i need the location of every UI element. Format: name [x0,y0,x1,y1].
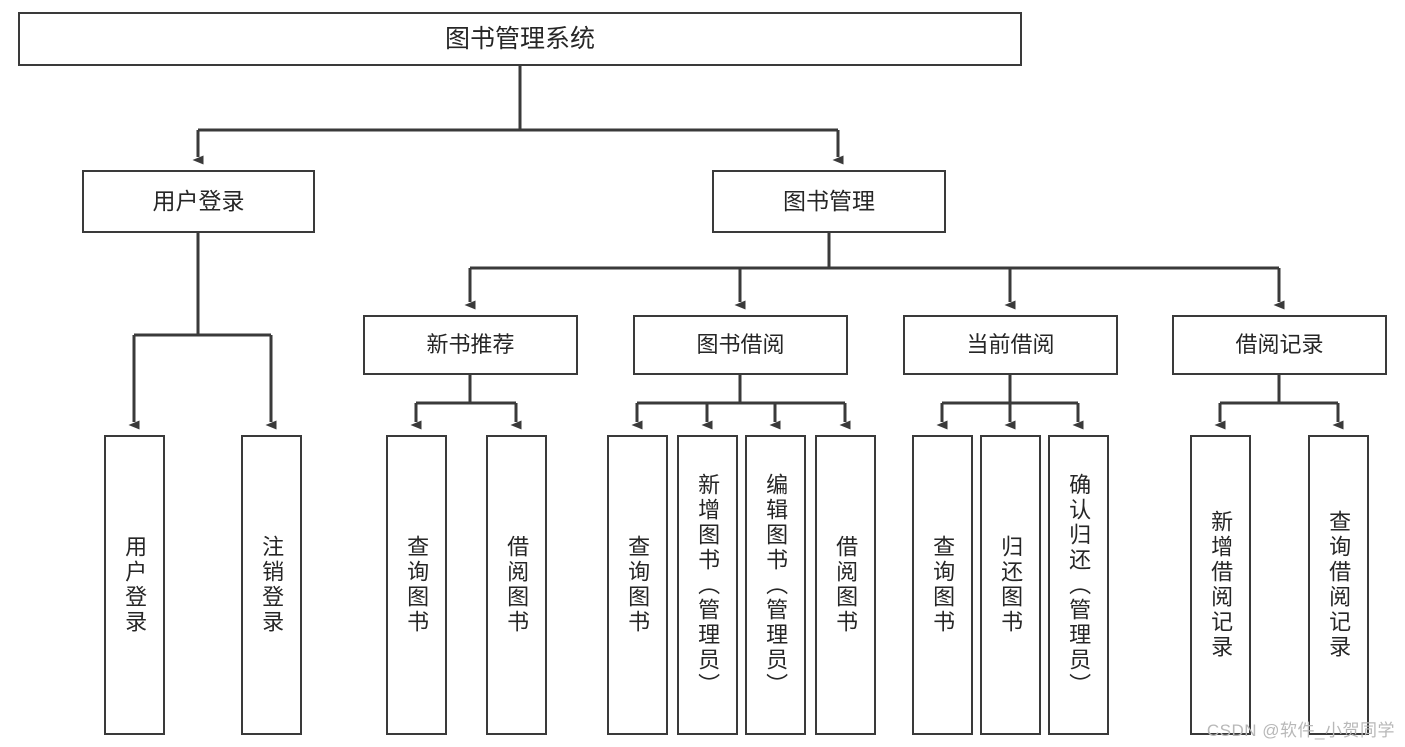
node-label: 查询图书 [404,535,430,635]
node-user-login[interactable]: 用户登录 [82,170,315,233]
node-label: 当前借阅 [966,332,1055,358]
node-label: 查询图书 [930,535,956,635]
node-label: 归还图书 [998,535,1024,635]
node-label: 用户登录 [152,188,245,215]
leaf-book-borrow-borrow[interactable]: 借阅图书 [815,435,876,735]
node-label: 用户登录 [122,535,148,635]
leaf-new-book-borrow[interactable]: 借阅图书 [486,435,547,735]
node-label: 新增借阅记录 [1208,510,1234,660]
node-label: 借阅记录 [1235,332,1324,358]
node-label: 借阅图书 [833,535,859,635]
node-label: 确认归还（管理员） [1066,472,1092,698]
node-borrow-record[interactable]: 借阅记录 [1172,315,1387,375]
leaf-new-book-query[interactable]: 查询图书 [386,435,447,735]
leaf-user-login-login[interactable]: 用户登录 [104,435,165,735]
leaf-user-login-logout[interactable]: 注销登录 [241,435,302,735]
leaf-book-borrow-edit[interactable]: 编辑图书（管理员） [745,435,806,735]
node-label: 图书借阅 [696,332,785,358]
node-book-borrow[interactable]: 图书借阅 [633,315,848,375]
node-new-book-recommend[interactable]: 新书推荐 [363,315,578,375]
node-label: 图书管理系统 [444,24,595,53]
node-label: 编辑图书（管理员） [763,472,789,698]
node-book-management[interactable]: 图书管理 [712,170,946,233]
node-current-borrow[interactable]: 当前借阅 [903,315,1118,375]
node-label: 注销登录 [259,535,285,635]
node-root-system[interactable]: 图书管理系统 [18,12,1022,66]
leaf-current-borrow-return[interactable]: 归还图书 [980,435,1041,735]
leaf-book-borrow-query[interactable]: 查询图书 [607,435,668,735]
node-label: 查询借阅记录 [1326,510,1352,660]
node-label: 查询图书 [625,535,651,635]
leaf-current-borrow-query[interactable]: 查询图书 [912,435,973,735]
leaf-borrow-record-query[interactable]: 查询借阅记录 [1308,435,1369,735]
node-label: 借阅图书 [504,535,530,635]
leaf-borrow-record-add[interactable]: 新增借阅记录 [1190,435,1251,735]
node-label: 新书推荐 [426,332,515,358]
node-label: 图书管理 [783,188,875,215]
watermark-text: CSDN @软件_小贺同学 [1206,721,1395,740]
leaf-book-borrow-add[interactable]: 新增图书（管理员） [677,435,738,735]
node-label: 新增图书（管理员） [695,472,721,698]
leaf-current-borrow-confirm-return[interactable]: 确认归还（管理员） [1048,435,1109,735]
